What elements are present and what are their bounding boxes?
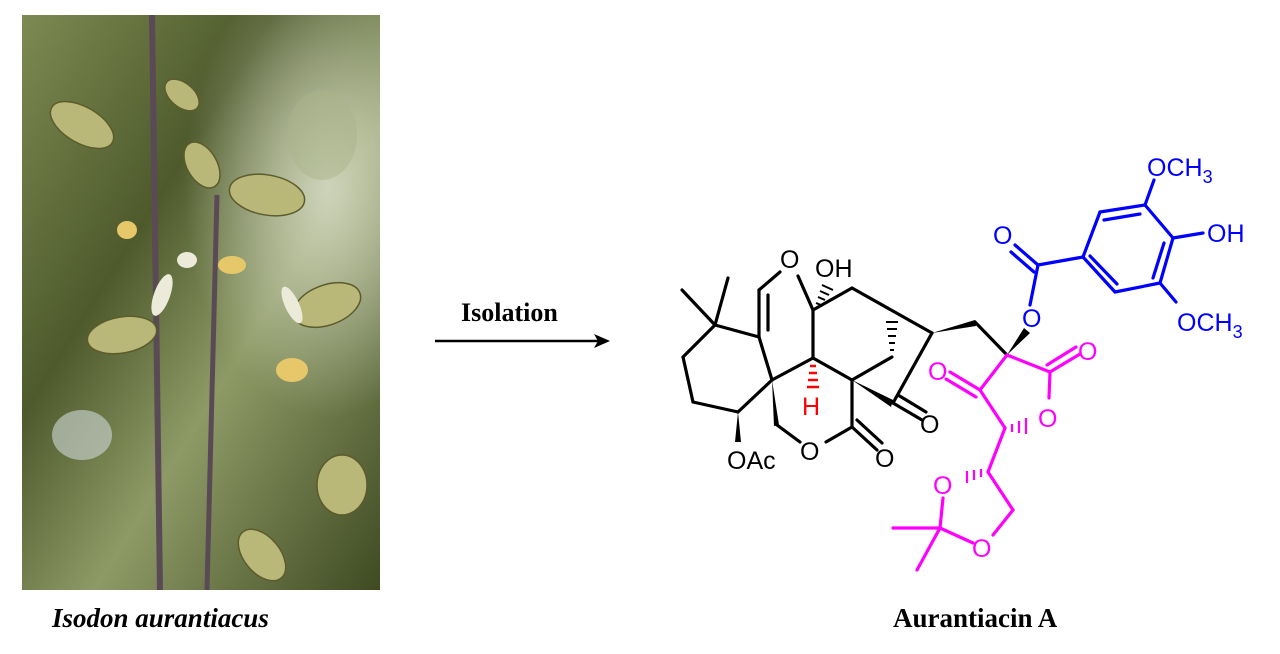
atom-o-lactone: O bbox=[800, 438, 819, 466]
atom-o-pink-lactone: O bbox=[1038, 405, 1057, 433]
stereo-wedges bbox=[735, 320, 976, 442]
atom-o-dioxolane-2: O bbox=[972, 535, 991, 563]
atom-ome-bottom: OCH3 bbox=[1177, 309, 1243, 342]
atom-o-pink-ketone: O bbox=[928, 358, 947, 386]
atom-oac: OAc bbox=[727, 447, 776, 475]
magenta-hashed-bonds bbox=[965, 418, 1028, 483]
atom-o-pink-lactone-carbonyl: O bbox=[1078, 338, 1097, 366]
diterpenoid-core bbox=[680, 270, 934, 452]
atom-ome-top: OCH3 bbox=[1147, 154, 1213, 187]
galloyl-group bbox=[1009, 178, 1205, 307]
plant-species-caption: Isodon aurantiacus bbox=[52, 603, 269, 633]
atom-o-ketone: O bbox=[920, 411, 939, 439]
plant-photo bbox=[22, 15, 380, 590]
ester-wedge bbox=[1007, 328, 1030, 355]
red-hashed-bond bbox=[807, 364, 819, 389]
atom-oh-aryl: OH bbox=[1207, 220, 1245, 248]
atom-o-dioxolane-1: O bbox=[933, 472, 952, 500]
atom-o-ester-carbonyl: O bbox=[993, 222, 1012, 250]
reaction-arrow bbox=[435, 334, 610, 348]
isolation-label: Isolation bbox=[461, 298, 558, 327]
atom-o-lactone-carbonyl: O bbox=[875, 445, 894, 473]
hashed-bonds bbox=[815, 284, 898, 351]
compound-caption: Aurantiacin A bbox=[893, 603, 1058, 633]
atom-o-ester: O bbox=[1022, 305, 1041, 333]
atom-o-ether: O bbox=[780, 246, 799, 274]
lactone-dioxolane-side-chain bbox=[891, 345, 1082, 572]
atom-h-red: H bbox=[802, 393, 820, 421]
atom-oh-core: OH bbox=[815, 255, 853, 283]
